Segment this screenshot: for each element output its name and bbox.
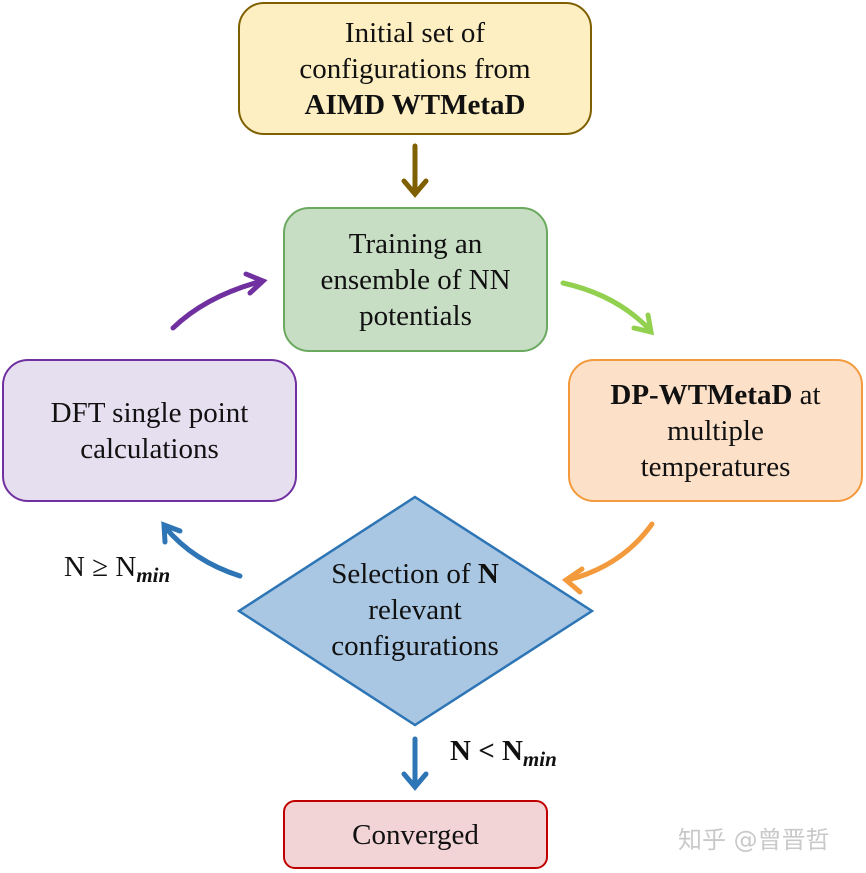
edge-label-lt-sub: min (522, 747, 557, 771)
dft-line-1: DFT single point (50, 396, 249, 429)
selection-line-3: configurations (331, 630, 499, 662)
initial-line-2: configurations from (299, 52, 531, 85)
converged-box: Converged (283, 800, 548, 869)
edge-label-ge-main: N ≥ N (64, 551, 137, 583)
arrow-selection-to-converged (401, 736, 429, 791)
dft-line-2: calculations (80, 432, 219, 465)
dp-line-1-rest: at (792, 378, 821, 411)
training-line-1: Training an (348, 227, 483, 260)
selection-line-2: relevant (368, 594, 462, 626)
arrow-dp-to-selection (561, 521, 655, 595)
selection-line-1-pre: Selection of (331, 558, 478, 590)
edge-label-n-ge-nmin: N ≥ Nmin (64, 551, 170, 588)
converged-label: Converged (352, 818, 479, 851)
edge-label-n-lt-nmin: N < Nmin (450, 735, 557, 772)
arrow-dft-to-training (170, 271, 268, 331)
selection-text: Selection of N relevant configurations (265, 556, 565, 664)
arrow-selection-to-dft (161, 521, 243, 579)
dp-line-2: multiple (667, 414, 764, 447)
edge-label-lt-main: N < N (450, 735, 523, 767)
selection-line-1-bold: N (477, 558, 499, 590)
initial-line-1: Initial set of (344, 16, 486, 49)
selection-diamond (236, 495, 595, 727)
dp-line-1-bold: DP-WTMetaD (610, 378, 793, 411)
selection-line-1: Selection of N (265, 556, 565, 592)
training-line-2: ensemble of NN (320, 263, 511, 296)
dp-line-1: DP-WTMetaD at (610, 377, 820, 413)
initial-configurations-box: Initial set of configurations from AIMD … (238, 2, 592, 135)
arrow-training-to-dp (560, 280, 655, 336)
arrow-initial-to-training (401, 143, 429, 198)
edge-label-ge-sub: min (136, 563, 171, 587)
watermark: 知乎 @曾晋哲 (678, 826, 830, 854)
training-line-3: potentials (359, 299, 472, 332)
dft-box: DFT single point calculations (2, 359, 297, 502)
dp-line-3: temperatures (640, 450, 791, 483)
training-box: Training an ensemble of NN potentials (283, 207, 548, 352)
initial-line-3: AIMD WTMetaD (304, 88, 526, 121)
dp-wtmetad-box: DP-WTMetaD at multiple temperatures (568, 359, 863, 502)
